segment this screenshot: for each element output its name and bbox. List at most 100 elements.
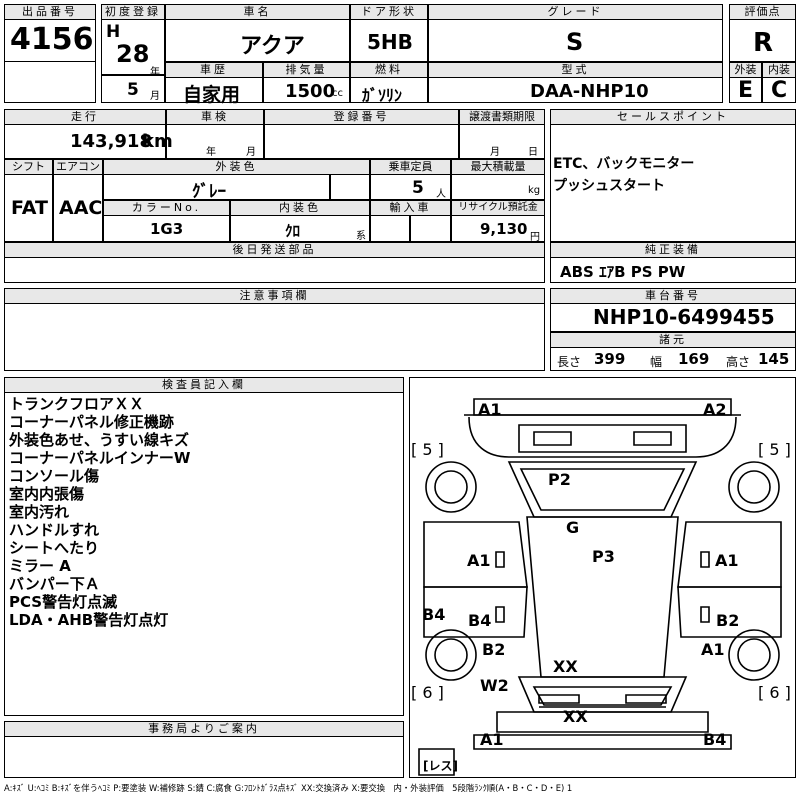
ac-label: エアコン — [53, 159, 103, 175]
colorno-box — [103, 215, 230, 242]
mark-b4-left: B4 — [422, 605, 446, 624]
fuel-box — [350, 77, 428, 103]
transfer-box — [459, 124, 545, 159]
history-label: 車歴 — [165, 62, 263, 78]
chassis-label: 車台番号 — [550, 288, 796, 304]
first-reg-label: 初度登録 — [101, 4, 165, 20]
int-box — [762, 77, 796, 103]
month-unit: 月 — [150, 91, 160, 102]
sales-label: セールスポイント — [550, 109, 796, 125]
mark-b4-inner-left: B4 — [468, 611, 492, 630]
memo-line: コンソール傷 — [9, 467, 100, 485]
capacity-label: 乗車定員 — [370, 159, 451, 175]
car-diagram — [409, 377, 796, 778]
notes-label: 注意事項欄 — [4, 288, 545, 304]
inspect-label: 車検 — [166, 109, 264, 125]
mileage: 143,918 — [70, 131, 152, 152]
score-label: 評価点 — [729, 4, 796, 20]
car-diagram-drawing — [418, 398, 782, 776]
color-sub-box — [330, 174, 370, 200]
shift-box — [4, 174, 53, 242]
mark-a1-right: A1 — [715, 551, 739, 570]
mark-p3: P3 — [592, 547, 615, 566]
inspect-box — [166, 124, 264, 159]
regno-box — [264, 124, 459, 159]
mark-xx-bumper: XX — [563, 707, 588, 726]
capacity-box — [370, 174, 451, 200]
color-number: 1G3 — [150, 220, 184, 238]
mark-p2: P2 — [548, 470, 571, 489]
memo-line: ハンドルすれ — [9, 521, 100, 539]
parts-box — [4, 257, 545, 283]
mark-a1-front-left: A1 — [478, 400, 502, 419]
memo-line: シートへたり — [9, 539, 100, 557]
office-label: 事務局よりご案内 — [4, 721, 404, 737]
score: R — [753, 28, 774, 58]
shift-label: シフト — [4, 159, 53, 175]
memo-line: 室内汚れ — [9, 503, 70, 521]
length-label: 長さ — [557, 355, 582, 369]
fuel-label: 燃料 — [350, 62, 428, 78]
intcolor-label: 内装色 — [230, 200, 370, 216]
import-label: 輸入車 — [370, 200, 451, 216]
disp-box — [263, 77, 350, 103]
spec-box — [550, 347, 796, 371]
first-reg-box — [101, 19, 165, 75]
intcolor-box — [230, 215, 370, 242]
sales-line-1: ETC、バックモニター — [553, 156, 695, 172]
color-label: 外装色 — [103, 159, 370, 175]
equip-box — [550, 257, 796, 283]
inspect-year-unit: 年 — [206, 147, 216, 158]
interior-color: ｸﾛ — [285, 222, 301, 240]
equipment: ABS ｴｱB PS PW — [560, 263, 686, 281]
mileage-box — [4, 124, 166, 159]
displacement: 1500 — [285, 81, 336, 102]
reg-month: 5 — [127, 80, 139, 100]
memo-line: ミラー A — [9, 557, 71, 575]
era: H — [106, 22, 121, 42]
memo-line: 外装色あせ、うすい線キズ — [9, 431, 190, 449]
fuel: ｶﾞｿﾘﾝ — [362, 86, 403, 105]
legend: A:ｷｽﾞ U:ﾍｺﾐ B:ｷｽﾞを伴うﾍｺﾐ P:要塗装 W:補修跡 S:錆 … — [4, 783, 573, 793]
transfer-day-unit: 日 — [528, 147, 538, 158]
ext-label: 外装 — [729, 62, 762, 78]
name-box — [165, 19, 350, 62]
capacity-unit: 人 — [436, 189, 446, 200]
import-box — [370, 215, 410, 242]
memo-line: バンパー下Ａ — [9, 575, 100, 593]
spec-label: 諸元 — [550, 332, 796, 348]
lot-label: 出品番号 — [4, 4, 96, 20]
bracket-rear-right: [ 6 ] — [758, 683, 791, 702]
disp-unit: cc — [332, 88, 343, 99]
chassis-number: NHP10-6499455 — [593, 305, 775, 329]
load-label: 最大積載量 — [451, 159, 545, 175]
memo-line: 室内内張傷 — [9, 485, 85, 503]
month-box — [101, 75, 165, 103]
recycle-label: リサイクル預託金 — [451, 200, 545, 216]
mileage-label: 走行 — [4, 109, 166, 125]
shift: FAT — [11, 197, 48, 219]
model-label: 型式 — [428, 62, 723, 78]
grade: S — [566, 28, 584, 56]
mark-b2-right: B2 — [716, 611, 740, 630]
equip-label: 純正装備 — [550, 242, 796, 258]
mileage-unit: km — [142, 131, 173, 152]
score-box — [729, 19, 796, 62]
colorno-label: カラーNo. — [103, 200, 230, 216]
recycle-box — [451, 215, 545, 242]
mark-xx-center: XX — [553, 657, 578, 676]
grade-box — [428, 19, 723, 62]
capacity: 5 — [412, 178, 424, 198]
sales-line-2: プッシュスタート — [553, 178, 665, 194]
mark-w2: W2 — [480, 676, 509, 695]
width: 169 — [678, 350, 710, 368]
width-label: 幅 — [650, 355, 663, 369]
office-box — [4, 736, 404, 778]
bracket-front-right: [ 5 ] — [758, 440, 791, 459]
model-code: DAA-NHP10 — [530, 81, 649, 102]
history-box — [165, 77, 263, 103]
memo-line: PCS警告灯点滅 — [9, 593, 118, 611]
grade-label: グレード — [428, 4, 723, 20]
mark-a1-left: A1 — [467, 551, 491, 570]
lot-number: 4156 — [10, 22, 94, 57]
